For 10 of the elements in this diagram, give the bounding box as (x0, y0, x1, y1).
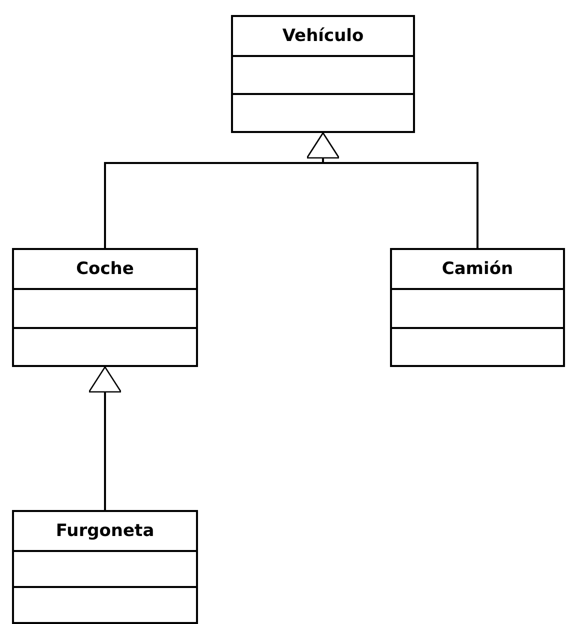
class-box (12, 248, 198, 367)
class-name: Vehículo (233, 17, 413, 57)
inheritance-arrow (88, 366, 122, 510)
class-name: Furgoneta (14, 512, 196, 552)
class-name: Coche (14, 250, 196, 290)
class-box (12, 510, 198, 624)
class-box (390, 248, 565, 367)
class-name: Camión (392, 250, 563, 290)
inheritance-arrow (306, 132, 478, 248)
class-box (231, 15, 415, 133)
